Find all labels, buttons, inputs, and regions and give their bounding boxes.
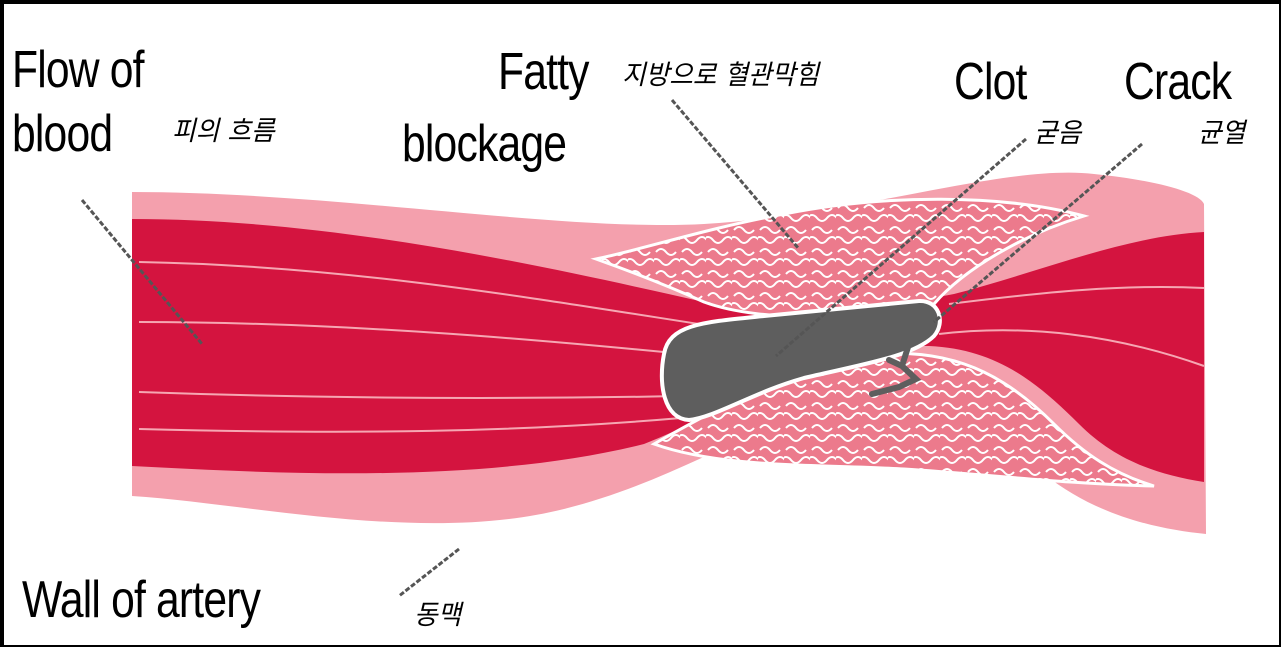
artery-illustration <box>4 4 1281 647</box>
fatty-blockage-korean-label: 지방으로 혈관막힘 <box>622 62 819 89</box>
fatty-blockage-label-line2: blockage <box>402 118 566 170</box>
wall-leader-line <box>399 549 459 596</box>
clot-korean-label: 굳음 <box>1034 120 1081 147</box>
flow-of-blood-label-line1: Flow of <box>12 44 144 96</box>
flow-of-blood-label-line2: blood <box>12 108 112 160</box>
wall-of-artery-label: Wall of artery <box>22 574 260 626</box>
crack-label: Crack <box>1124 56 1231 108</box>
wall-of-artery-korean-label: 동맥 <box>414 602 461 629</box>
crack-korean-label: 균열 <box>1198 120 1245 147</box>
clot-label: Clot <box>954 56 1027 108</box>
flow-of-blood-korean-label: 피의 흐름 <box>172 118 275 145</box>
fatty-blockage-label-line1: Fatty <box>498 46 589 98</box>
